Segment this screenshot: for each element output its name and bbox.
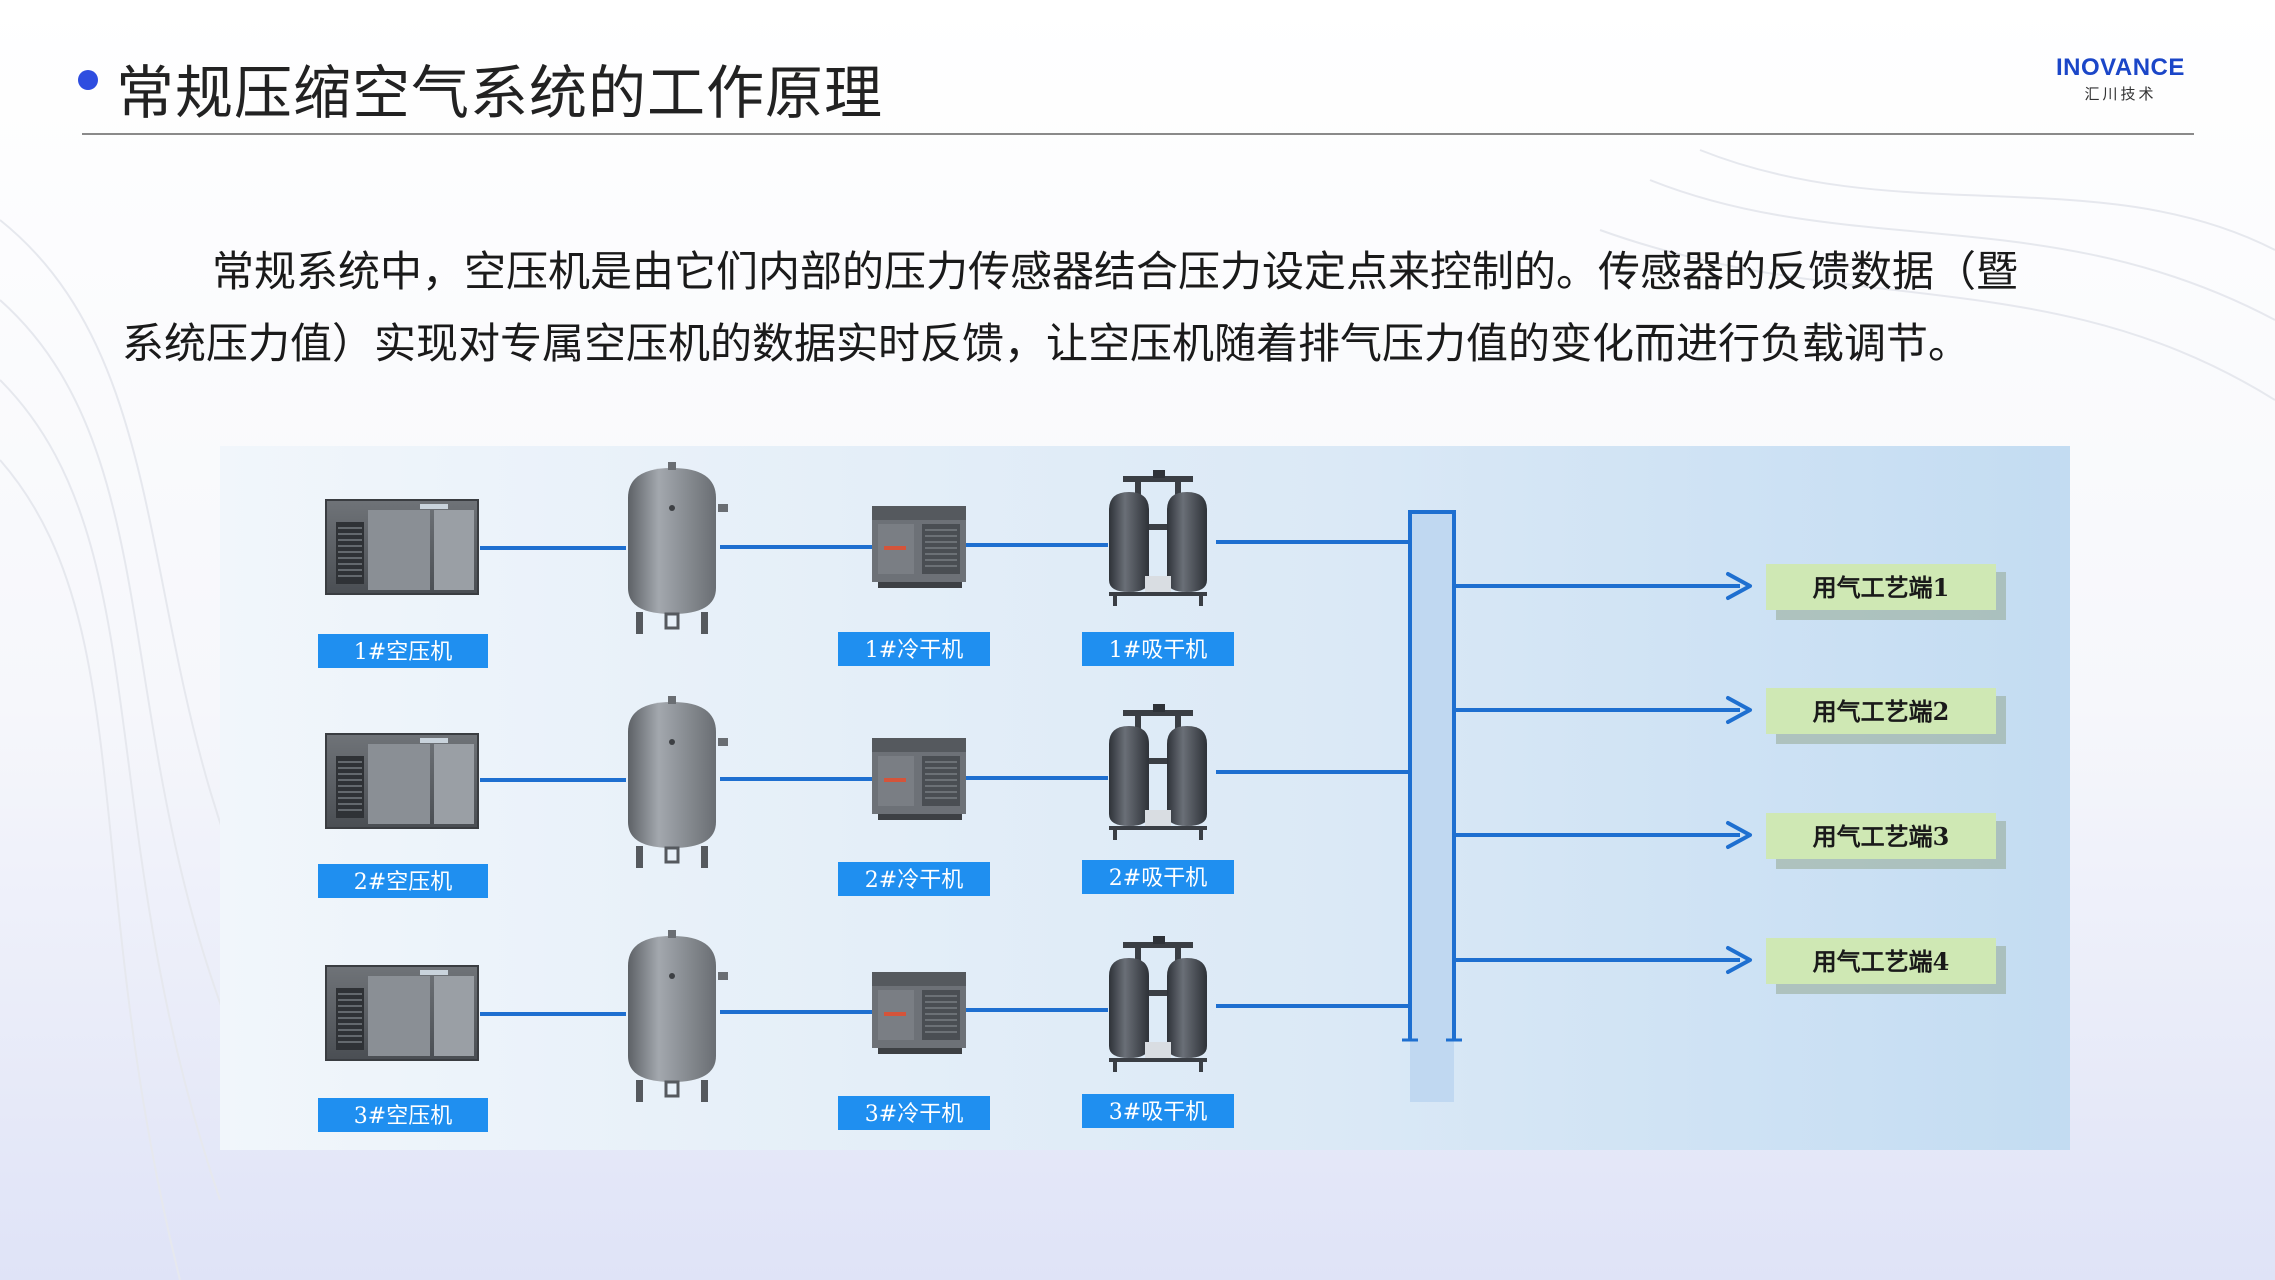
outlet-pipes (1454, 584, 1740, 962)
label-cold-dryer-2: 2#冷干机 (865, 868, 963, 893)
cold-dryer-3 (871, 971, 967, 1055)
label-compressor-2: 2#空压机 (354, 870, 452, 895)
cold-dryer-1 (871, 505, 967, 589)
compressor-2 (325, 733, 479, 829)
intro-line-1: 常规系统中，空压机是由它们内部的压力传感器结合压力设定点来控制的。传感器的反馈数… (212, 247, 2019, 296)
cold-dryer-2 (871, 737, 967, 821)
logo-subtitle: 汇川技术 (2084, 85, 2157, 103)
arrow-right-icon (1726, 696, 1752, 724)
label-compressor-3: 3#空压机 (354, 1104, 452, 1129)
arrow-right-icon (1726, 821, 1752, 849)
outlet-boxes: 用气工艺端1 用气工艺端2 用气工艺端3 用气工艺端4 (1766, 564, 2006, 994)
label-adsorption-dryer-2: 2#吸干机 (1109, 866, 1207, 891)
intro-line-2: 系统压力值）实现对专属空压机的数据实时反馈，让空压机随着排气压力值的变化而进行负… (122, 319, 1971, 368)
label-adsorption-dryer-3: 3#吸干机 (1109, 1100, 1207, 1125)
brand-logo: INOVANCE 汇川技术 (2056, 54, 2185, 104)
outlet-2: 用气工艺端2 (1813, 697, 1950, 726)
title-bullet (78, 70, 98, 90)
arrow-right-icon (1726, 572, 1752, 600)
equipment-labels: 1#空压机 1#冷干机 1#吸干机 2#空压机 2#冷干机 2#吸干机 3#空压… (318, 632, 1234, 1132)
arrow-right-icon (1726, 946, 1752, 974)
label-cold-dryer-3: 3#冷干机 (865, 1102, 963, 1127)
label-cold-dryer-1: 1#冷干机 (865, 638, 963, 663)
system-diagram: 1#空压机 1#冷干机 1#吸干机 2#空压机 2#冷干机 2#吸干机 3#空压… (220, 446, 2070, 1150)
page-title: 常规压缩空气系统的工作原理 (116, 59, 884, 127)
logo-wordmark: INOVANCE (2056, 54, 2185, 81)
pipes (480, 540, 1412, 1016)
label-adsorption-dryer-1: 1#吸干机 (1109, 638, 1207, 663)
compressor-3 (325, 965, 479, 1061)
outlet-3: 用气工艺端3 (1813, 822, 1950, 851)
outlet-1: 用气工艺端1 (1813, 573, 1950, 602)
compressor-1 (325, 499, 479, 595)
title-divider (82, 133, 2194, 135)
header-manifold (1402, 510, 1462, 1102)
label-compressor-1: 1#空压机 (354, 640, 452, 665)
outlet-4: 用气工艺端4 (1813, 947, 1950, 976)
intro-paragraph: 常规系统中，空压机是由它们内部的压力传感器结合压力设定点来控制的。传感器的反馈数… (122, 236, 2182, 380)
